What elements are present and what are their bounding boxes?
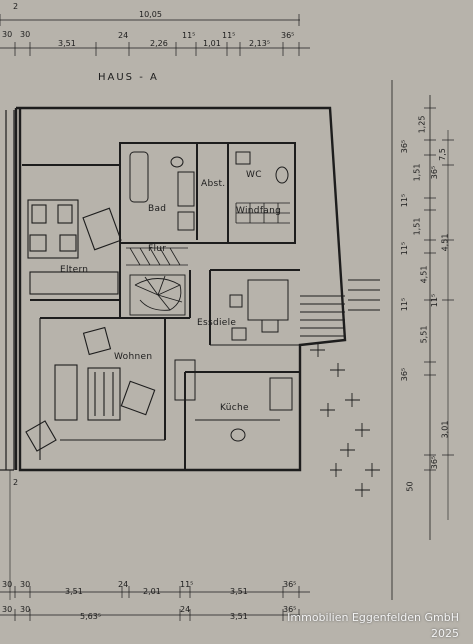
dim-bottom1-6: 3,51: [230, 587, 248, 596]
right-dim-ticks: [424, 107, 454, 471]
dim-right-1: 36⁵: [400, 139, 410, 154]
dim-right-inner-5: 36⁵: [430, 455, 440, 470]
room-label-essdiele: Essdiele: [197, 318, 237, 328]
plan-title: HAUS - A: [98, 72, 159, 83]
bottom-dim-ticks: [14, 586, 300, 621]
terrace-steps: [300, 279, 380, 337]
dim-bottom2-3: 24: [180, 605, 191, 614]
wc-fixtures: [235, 151, 289, 184]
dim-right-inner-6: 50: [405, 481, 415, 492]
room-label-bad: Bad: [148, 204, 167, 214]
dim-right-2: 1,51: [412, 163, 422, 182]
watermark-company: Immobilien Eggenfelden GmbH: [287, 611, 459, 624]
windfang-hatch: [235, 202, 290, 224]
watermark-year: 2025: [431, 627, 459, 640]
dim-top-2: 3,51: [58, 39, 76, 48]
left-wall-strip: [0, 110, 15, 471]
dim-top-0: 30: [2, 30, 13, 39]
dim-right-7: 11⁵: [400, 297, 410, 312]
dim-right-inner-2: 4,51: [440, 233, 450, 252]
dim-top-5: 11⁵: [182, 31, 196, 40]
paving-pattern: [310, 343, 380, 497]
room-label-abst: Abst.: [201, 179, 226, 189]
dim-top-9: 36⁵: [281, 31, 295, 40]
living-furniture: [25, 318, 165, 460]
dim-bottom1-1: 30: [20, 580, 31, 589]
dim-bottom2-4: 3,51: [230, 612, 248, 621]
dim-bottom2-0: 30: [2, 605, 13, 614]
dim-right-inner-4: 3,01: [440, 420, 450, 439]
bedroom-furniture: [27, 199, 122, 295]
room-label-flur: Flur: [148, 244, 167, 254]
dim-left-top: 2: [13, 2, 19, 11]
dim-right-4: 1,51: [412, 217, 422, 236]
room-label-kueche: Küche: [220, 403, 249, 413]
dim-right-0: 1,25: [417, 115, 427, 134]
dim-right-8: 5,51: [419, 325, 429, 344]
dim-bottom1-4: 2,01: [143, 587, 161, 596]
dim-bottom1-0: 30: [2, 580, 13, 589]
dim-top-8: 2,13⁵: [249, 39, 271, 48]
dim-top-1: 30: [20, 30, 31, 39]
room-label-wohnen: Wohnen: [114, 352, 153, 362]
room-label-eltern: Eltern: [60, 265, 89, 275]
dining-furniture: [210, 279, 300, 346]
dim-top-3: 24: [118, 31, 129, 40]
spiral-stair: [129, 274, 186, 316]
dim-right-5: 11⁵: [400, 241, 410, 256]
dim-bottom2-5: 36⁵: [283, 605, 297, 614]
dim-bottom2-2: 5,63⁵: [80, 612, 102, 621]
dim-right-inner-3: 11⁵: [430, 293, 440, 308]
kitchen-furniture: [174, 359, 293, 442]
dim-top-7: 11⁵: [222, 31, 236, 40]
dim-right-inner-0: 7,5: [437, 148, 447, 161]
stair-hatch: [126, 247, 188, 266]
bathroom-fixtures: [129, 151, 195, 231]
dim-top-total: 10,05: [139, 10, 162, 19]
dim-bottom1-2: 3,51: [65, 587, 83, 596]
dim-bottom1-3: 24: [118, 580, 129, 589]
dim-right-9: 36⁵: [400, 367, 410, 382]
dim-top-4: 2,26: [150, 39, 168, 48]
dim-left-bottom: 2: [13, 478, 19, 487]
dim-right-6: 4,51: [419, 265, 429, 284]
room-label-windfang: Windfang: [236, 206, 282, 216]
dim-top-6: 1,01: [203, 39, 221, 48]
dim-bottom2-1: 30: [20, 605, 31, 614]
dim-bottom1-7: 36⁵: [283, 580, 297, 589]
dim-right-3: 11⁵: [400, 193, 410, 208]
top-dim-ticks: [0, 14, 300, 56]
dim-right-inner-1: 36⁵: [430, 165, 440, 180]
interior-walls: [22, 142, 300, 470]
dim-bottom1-5: 11⁵: [180, 580, 194, 589]
room-label-wc: WC: [246, 170, 262, 180]
